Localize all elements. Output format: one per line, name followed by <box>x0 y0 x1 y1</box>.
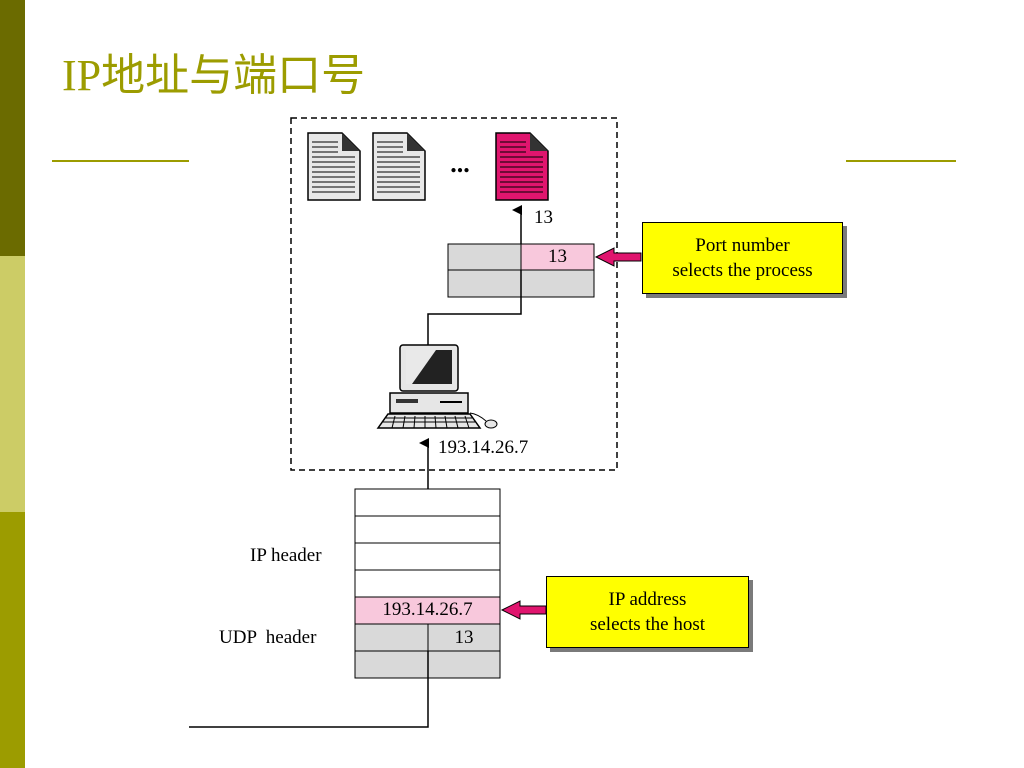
title-rule-right <box>846 160 956 162</box>
port-callout-line1: Port number <box>695 235 790 256</box>
process-document-icon <box>307 132 361 201</box>
target-process-document-icon <box>495 132 549 201</box>
port-table-value: 13 <box>548 246 567 267</box>
packet-stack <box>354 488 501 679</box>
process-document-icon <box>372 132 426 201</box>
sidebar-band-top <box>0 0 25 256</box>
ip-address-callout: IP address selects the host <box>546 576 749 648</box>
port-arrow-label: 13 <box>534 207 553 228</box>
port-number-callout: Port number selects the process <box>642 222 843 294</box>
computer-icon <box>376 344 498 429</box>
incoming-network-line <box>189 651 429 728</box>
ip-address-cell: 193.14.26.7 <box>382 599 473 620</box>
udp-header-label: UDP header <box>219 627 317 648</box>
port-callout-arrow <box>594 247 642 267</box>
udp-port-cell: 13 <box>454 627 474 648</box>
ip-callout-arrow <box>500 600 547 620</box>
host-to-port-line <box>427 270 522 345</box>
sidebar-band-bottom <box>0 512 25 768</box>
ellipsis-text: ... <box>450 149 470 178</box>
sidebar-band-middle <box>0 256 25 512</box>
ip-header-label: IP header <box>250 545 322 566</box>
port-callout-line2: selects the process <box>672 260 813 281</box>
host-boundary <box>290 117 618 471</box>
ip-callout-line2: selects the host <box>589 614 706 635</box>
title-rule-left <box>52 160 189 162</box>
host-ip-label: 193.14.26.7 <box>438 437 529 458</box>
slide-title: IP地址与端口号 <box>62 51 366 100</box>
ip-callout-line1: IP address <box>608 589 687 610</box>
